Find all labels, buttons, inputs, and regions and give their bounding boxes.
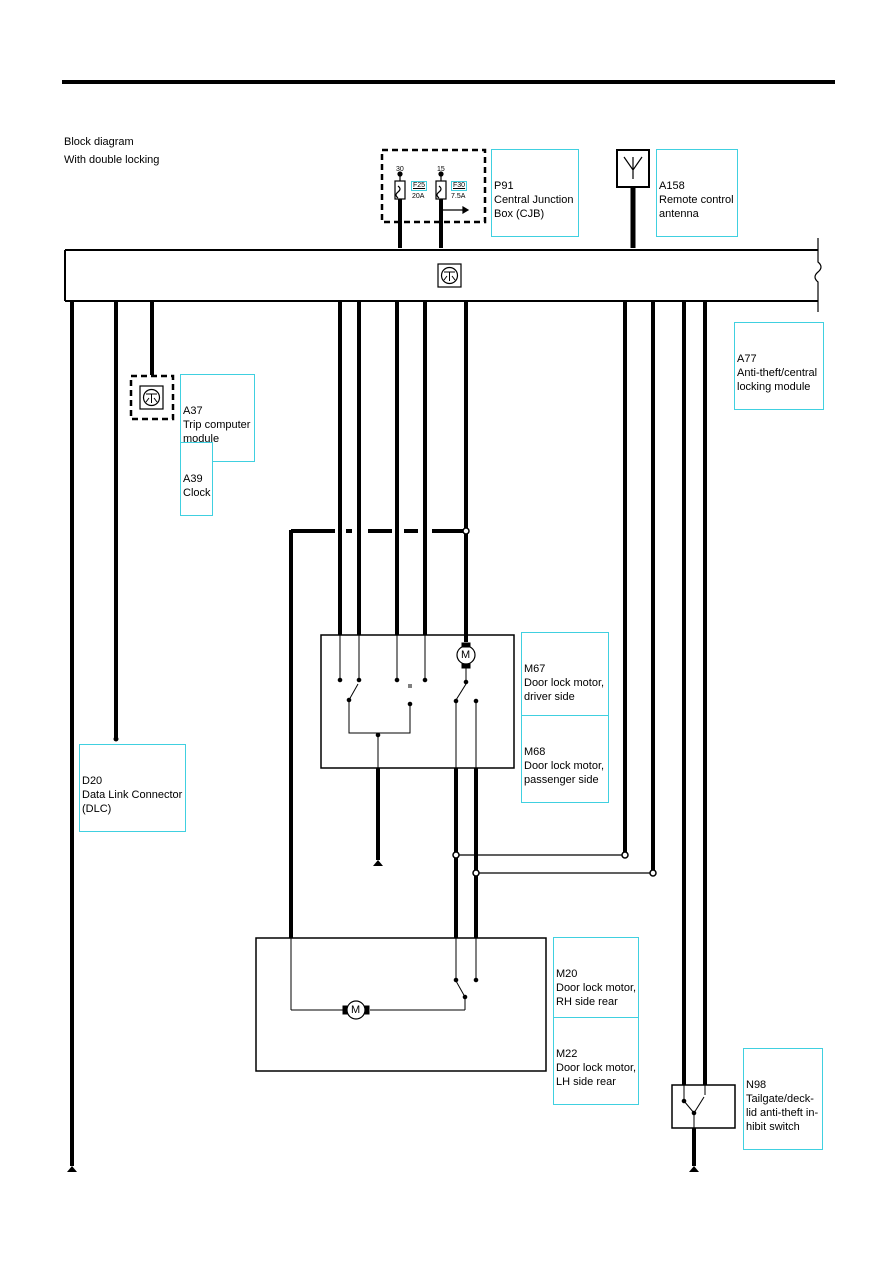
fuse-f30-label: F30 xyxy=(451,181,468,191)
terminal-30-label: 30 xyxy=(396,166,404,173)
junction-dots xyxy=(452,851,657,877)
terminal-15-label: 15 xyxy=(437,166,445,173)
diagram-title: Block diagram xyxy=(64,136,134,148)
tailgate-switch-icon xyxy=(671,1084,736,1129)
fuse-f25-rating: 20A xyxy=(412,193,425,200)
module-transistor-icon xyxy=(437,263,462,288)
diagram-subtitle: With double locking xyxy=(64,154,160,166)
fuse-f30-rating: 7.5A xyxy=(451,193,466,200)
cross-wires xyxy=(456,854,653,874)
front-door-lock-box xyxy=(320,634,515,769)
rear-door-lock-box xyxy=(255,937,547,1072)
fuse-f25-label: F25 xyxy=(411,181,428,191)
fuse-f30 xyxy=(435,171,470,248)
harness-wires xyxy=(70,301,707,1166)
trip-computer-icon xyxy=(129,374,175,421)
antenna-icon xyxy=(616,149,650,248)
fuse-f25 xyxy=(394,171,406,248)
module-bar xyxy=(64,238,822,312)
motor-m20-letter: M xyxy=(351,1004,361,1016)
motor-m67-letter: M xyxy=(461,649,471,661)
cjb-box xyxy=(380,148,487,224)
dashed-link xyxy=(291,527,470,535)
